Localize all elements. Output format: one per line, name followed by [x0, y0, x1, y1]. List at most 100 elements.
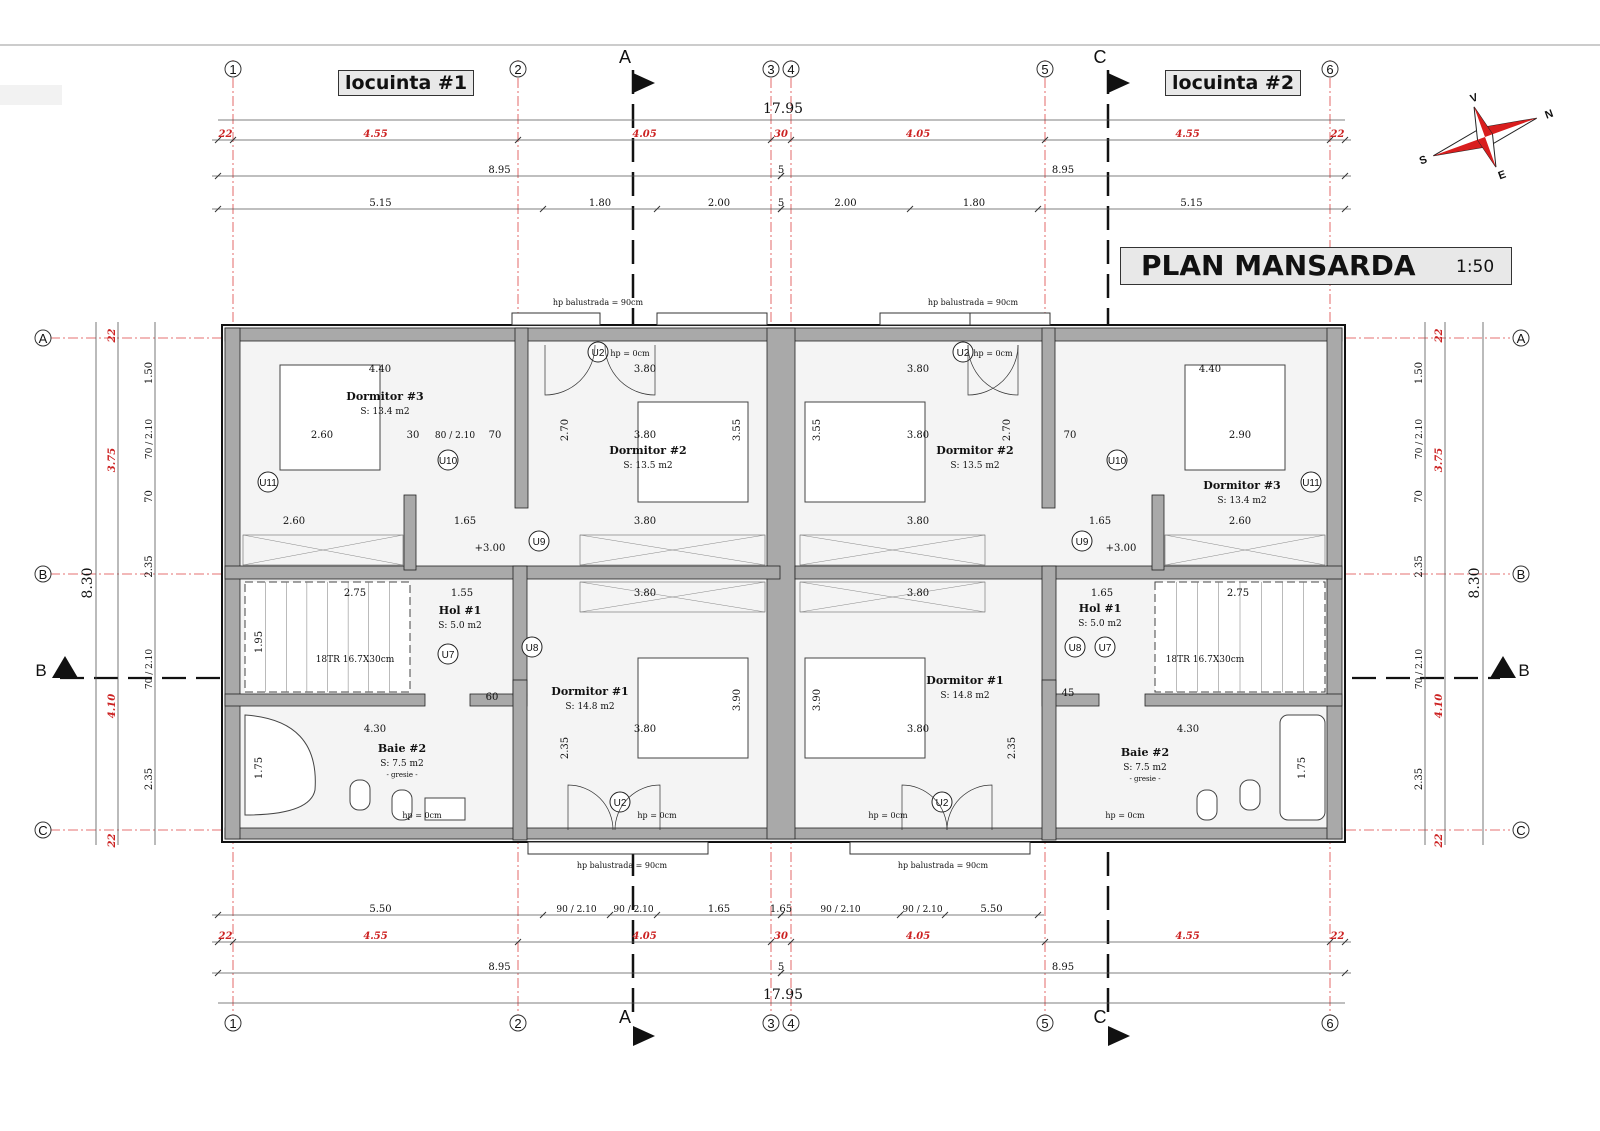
- section-arrow-icon: [52, 656, 78, 678]
- dim-bottom-detail-tick: [777, 911, 785, 919]
- interior-dim: 4.30: [364, 724, 386, 735]
- interior-dim: 1.65: [1091, 588, 1113, 599]
- axis-bubble: [1321, 1014, 1339, 1032]
- interior-dim: 2.75: [344, 588, 366, 599]
- dim-top-red-label: 4.05: [632, 129, 656, 140]
- dim-bottom-red-tick: [229, 938, 237, 946]
- dim-top-detail-tick: [1341, 205, 1349, 213]
- section-arrow-icon: [1108, 73, 1130, 93]
- bed: [279, 364, 381, 471]
- dim-side-detail-label: 70 / 2.10: [145, 649, 155, 690]
- dim-bottom-total: 17.95: [763, 987, 803, 1003]
- room-name: Dormitor #1: [926, 674, 1003, 687]
- room-name: Baie #2: [1121, 746, 1169, 759]
- dim-top-half-tick: [777, 172, 785, 180]
- compass-label: N: [1543, 108, 1555, 122]
- dim-top-red-label: 4.55: [363, 129, 387, 140]
- dim-top-red-tick: [514, 136, 522, 144]
- axis-label: 6: [1326, 1016, 1333, 1031]
- dim-bottom-red-label: 4.05: [632, 931, 656, 942]
- room-name: Dormitor #2: [936, 444, 1013, 457]
- window: [849, 841, 1031, 855]
- dim-top-detail-tick: [214, 205, 222, 213]
- balustrade-note: hp balustrada = 90cm: [577, 861, 668, 870]
- section-arrow-icon: [1108, 1026, 1130, 1046]
- dim-side-detail-label: 70 / 2.10: [1415, 649, 1425, 690]
- axis-bubble: [34, 565, 52, 583]
- wardrobe: [242, 534, 404, 566]
- section-label-bottom: A: [619, 1007, 631, 1027]
- level-note: +3.00: [475, 543, 506, 554]
- room-area: S: 13.5 m2: [623, 461, 672, 471]
- dim-top-half-tick: [1341, 172, 1349, 180]
- axis-label: 2: [514, 1016, 521, 1031]
- interior-dim: 1.95: [254, 631, 265, 653]
- axis-label: 1: [229, 1016, 236, 1031]
- room-name: Hol #1: [439, 604, 482, 617]
- door-label: U9: [533, 537, 546, 548]
- interior-dim: 30: [407, 430, 420, 441]
- axis-label: 3: [767, 1016, 774, 1031]
- toilet: [1196, 789, 1218, 821]
- hp-note: hp = 0cm: [1105, 811, 1145, 820]
- axis-label: B: [39, 567, 48, 582]
- door-swing: [901, 784, 948, 831]
- wardrobe: [579, 534, 766, 566]
- wall: [1151, 494, 1165, 571]
- dim-bottom-half-tick: [777, 969, 785, 977]
- door-swing: [946, 784, 993, 831]
- dim-top-detail-label: 2.00: [708, 198, 730, 209]
- dim-side-red-label: 22: [1434, 329, 1445, 344]
- axis-bubble: [34, 821, 52, 839]
- corner-bathtub: [244, 714, 316, 816]
- axis-bubble: [1512, 329, 1530, 347]
- interior-dim: 2.70: [560, 419, 571, 441]
- bed: [637, 401, 749, 503]
- axis-bubble: [762, 60, 780, 78]
- room-name: Dormitor #1: [551, 685, 628, 698]
- room-area: S: 5.0 m2: [1078, 619, 1122, 629]
- wardrobe: [579, 581, 766, 613]
- axis-label: C: [1516, 823, 1525, 838]
- door-label: U10: [439, 456, 458, 467]
- bed: [804, 401, 926, 503]
- door-tag: [437, 449, 459, 471]
- plan-title-box: PLAN MANSARDA 1:50: [1120, 247, 1512, 285]
- section-label-right: B: [1518, 661, 1529, 680]
- dim-top-red-tick: [1326, 136, 1334, 144]
- axis-bubble: [509, 1014, 527, 1032]
- room-area: S: 7.5 m2: [380, 759, 424, 769]
- door-tag: [257, 471, 279, 493]
- room-area: S: 5.0 m2: [438, 621, 482, 631]
- door-tag: [521, 636, 543, 658]
- dim-top-detail-label: 1.80: [963, 198, 985, 209]
- room-area: S: 13.4 m2: [360, 407, 409, 417]
- wall: [794, 565, 1343, 580]
- dim-side-red-label: 22: [1434, 834, 1445, 849]
- door-label: U10: [1108, 456, 1127, 467]
- dim-top-half-label: 5: [778, 165, 784, 176]
- wall: [1041, 679, 1057, 841]
- dim-top-red-label: 4.05: [906, 129, 930, 140]
- wardrobe-cross: [579, 581, 766, 613]
- dim-side-detail-label: 2.35: [1414, 768, 1425, 790]
- door-tag: [1106, 449, 1128, 471]
- dim-bottom-detail-label: 1.65: [708, 904, 730, 915]
- wall: [1041, 327, 1056, 509]
- dim-side-red-label: 22: [107, 329, 118, 344]
- corner-patch: [0, 85, 62, 105]
- window: [656, 312, 768, 326]
- dim-side-detail-label: 70 / 2.10: [145, 419, 155, 460]
- door-label: U8: [1069, 643, 1082, 654]
- wardrobe: [799, 581, 986, 613]
- axis-label: A: [39, 331, 48, 346]
- window: [879, 312, 981, 326]
- dim-side-detail-label: 70: [1414, 490, 1425, 503]
- dim-top-detail-tick: [1034, 205, 1042, 213]
- dim-bottom-detail-tick: [214, 911, 222, 919]
- axis-bubble: [1512, 565, 1530, 583]
- wardrobe-cross: [799, 534, 986, 566]
- dim-bottom-detail-label: 90 / 2.10: [820, 905, 861, 915]
